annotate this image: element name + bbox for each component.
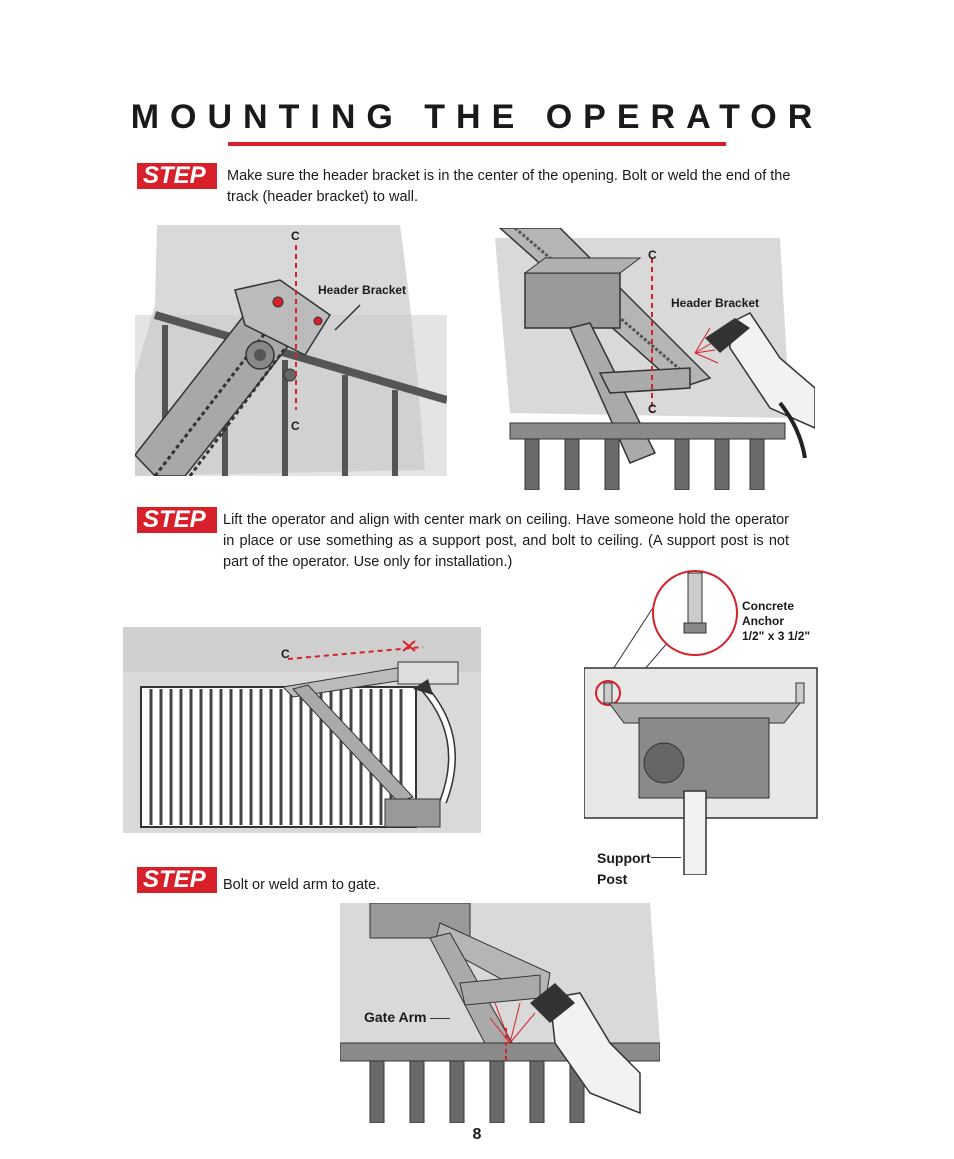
concrete-anchor-label-line2: Anchor — [742, 614, 784, 628]
concrete-anchor-size: 1/2" x 3 1/2" — [742, 629, 811, 643]
title-underline — [228, 142, 726, 146]
support-post-label-line2: Post — [597, 871, 628, 887]
step-3-badge: STEP 3 — [137, 163, 217, 215]
step-5-text: Bolt or weld arm to gate. — [223, 877, 381, 893]
page-number: 8 — [472, 1126, 482, 1143]
figure-lift-operator: C — [123, 627, 481, 833]
centerline-symbol: C — [648, 248, 657, 262]
figure-weld-header-bracket: C C Header Bracket — [480, 228, 815, 490]
step-4-text: Lift the operator and align with center … — [223, 512, 789, 570]
figure-weld-gate-arm: Gate Arm — [340, 903, 660, 1123]
step-5-badge: STEP 5 — [137, 867, 217, 919]
concrete-anchor-label-line1: Concrete — [742, 599, 795, 613]
centerline-symbol: C — [291, 419, 300, 433]
figure-support-post: Concrete Anchor 1/2" x 3 1/2" — [584, 563, 824, 875]
gate-arm-label: Gate Arm — [364, 1009, 427, 1025]
gate-arm-leader — [430, 1018, 450, 1019]
centerline-symbol: C — [281, 647, 290, 661]
figure-header-bracket-closeup: C C Header Bracket — [135, 225, 447, 476]
support-post-leader — [651, 857, 681, 858]
header-bracket-label: Header Bracket — [671, 296, 760, 310]
centerline-symbol: C — [291, 229, 300, 243]
step-4-badge: STEP 4 — [137, 507, 217, 559]
page-title: MOUNTING THE OPERATOR — [130, 98, 824, 136]
support-post-label-line1: Support — [597, 850, 651, 866]
step-3-text: Make sure the header bracket is in the c… — [227, 168, 791, 205]
centerline-symbol: C — [648, 402, 657, 416]
header-bracket-label: Header Bracket — [318, 283, 407, 297]
